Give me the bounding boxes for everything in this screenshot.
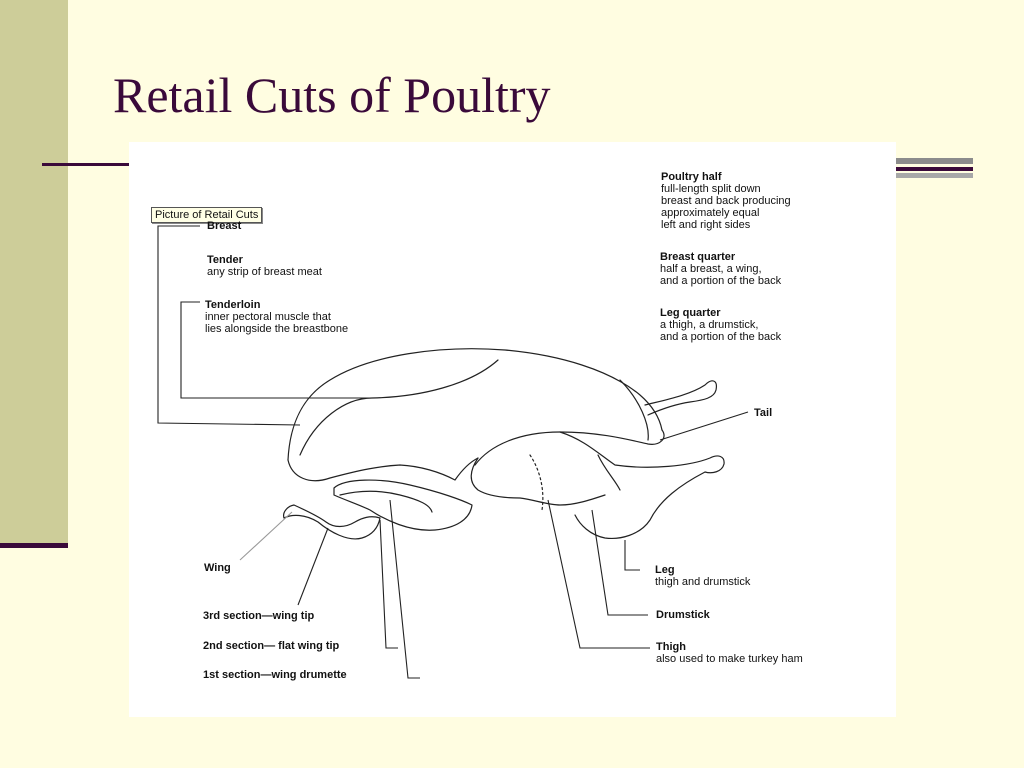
leg-heading: Leg xyxy=(655,564,675,576)
leader-leg xyxy=(624,540,640,571)
leader-drumstick xyxy=(591,509,648,616)
wing-heading: Wing xyxy=(204,562,231,574)
back-curve xyxy=(474,429,665,466)
right-accent-lines xyxy=(895,158,973,180)
tail-heading: Tail xyxy=(754,407,773,419)
leader-thigh xyxy=(547,499,650,649)
slide-title: Retail Cuts of Poultry xyxy=(113,67,551,123)
tenderloin-desc-1: inner pectoral muscle that xyxy=(205,311,331,323)
label-breast-quarter: Breast quarter half a breast, a wing, an… xyxy=(660,251,781,287)
thigh-desc: also used to make turkey ham xyxy=(656,653,803,665)
left-accent-bar xyxy=(0,0,68,548)
breast-quarter-desc-1: half a breast, a wing, xyxy=(660,263,762,275)
label-drumstick: Drumstick xyxy=(656,609,710,621)
picture-tooltip: Picture of Retail Cuts xyxy=(151,207,263,223)
label-wing: Wing xyxy=(204,562,231,574)
wing-inner xyxy=(339,490,433,513)
wing-1st-heading: 1st section—wing drumette xyxy=(203,669,347,681)
body-outline xyxy=(287,348,663,461)
label-breast: Breast xyxy=(207,220,241,232)
label-leg-quarter: Leg quarter a thigh, a drumstick, and a … xyxy=(660,307,781,343)
label-thigh: Thigh also used to make turkey ham xyxy=(656,641,803,665)
breast-quarter-heading: Breast quarter xyxy=(660,251,736,263)
label-wing-3rd: 3rd section—wing tip xyxy=(203,610,314,622)
tender-desc: any strip of breast meat xyxy=(207,266,322,278)
leader-breast xyxy=(157,225,301,426)
poultry-half-heading: Poultry half xyxy=(661,171,722,183)
tenderloin-desc-2: lies alongside the breastbone xyxy=(205,323,349,335)
label-tender: Tender any strip of breast meat xyxy=(207,254,322,278)
poultry-half-desc-2: breast and back producing xyxy=(661,195,791,207)
wing-3rd-heading: 3rd section—wing tip xyxy=(203,610,315,622)
tail-bone xyxy=(644,380,717,416)
poultry-half-desc-3: approximately equal xyxy=(661,207,760,219)
leg-outline xyxy=(559,431,725,540)
label-wing-2nd: 2nd section— flat wing tip xyxy=(203,640,339,652)
leader-wing-3rd xyxy=(297,527,329,606)
poultry-half-desc-4: left and right sides xyxy=(661,219,751,231)
leg-quarter-heading: Leg quarter xyxy=(660,307,721,319)
leader-wing-2nd xyxy=(379,519,398,649)
thigh-heading: Thigh xyxy=(656,641,686,653)
thigh-outline xyxy=(470,457,606,506)
label-wing-1st: 1st section—wing drumette xyxy=(203,669,347,681)
keel-line xyxy=(287,457,479,482)
leg-quarter-desc-1: a thigh, a drumstick, xyxy=(660,319,759,331)
breast-inner-line xyxy=(299,359,499,456)
title-underline xyxy=(42,163,134,166)
wing-2nd-heading: 2nd section— flat wing tip xyxy=(203,640,340,652)
poultry-half-desc-1: full-length split down xyxy=(661,183,761,195)
wing-outline xyxy=(333,479,473,531)
leader-wing xyxy=(239,511,293,561)
retail-cuts-figure xyxy=(129,142,896,717)
thigh-inner xyxy=(529,454,544,511)
tenderloin-heading: Tenderloin xyxy=(205,299,261,311)
label-tenderloin: Tenderloin inner pectoral muscle that li… xyxy=(205,299,348,335)
leg-knee xyxy=(597,454,621,491)
breast-inner-line-2 xyxy=(619,379,649,441)
breast-quarter-desc-2: and a portion of the back xyxy=(660,275,782,287)
drumstick-heading: Drumstick xyxy=(656,609,710,621)
leader-tail xyxy=(659,411,749,441)
label-leg: Leg thigh and drumstick xyxy=(655,564,750,588)
leader-tenderloin xyxy=(180,301,372,399)
label-poultry-half: Poultry half full-length split down brea… xyxy=(661,171,791,231)
leg-desc: thigh and drumstick xyxy=(655,576,751,588)
wing-tip xyxy=(283,504,381,540)
label-tail: Tail xyxy=(754,407,772,419)
left-accent-line xyxy=(0,543,68,548)
leg-quarter-desc-2: and a portion of the back xyxy=(660,331,782,343)
leader-wing-1st xyxy=(389,499,420,679)
breast-heading: Breast xyxy=(207,220,242,232)
tender-heading: Tender xyxy=(207,254,243,266)
